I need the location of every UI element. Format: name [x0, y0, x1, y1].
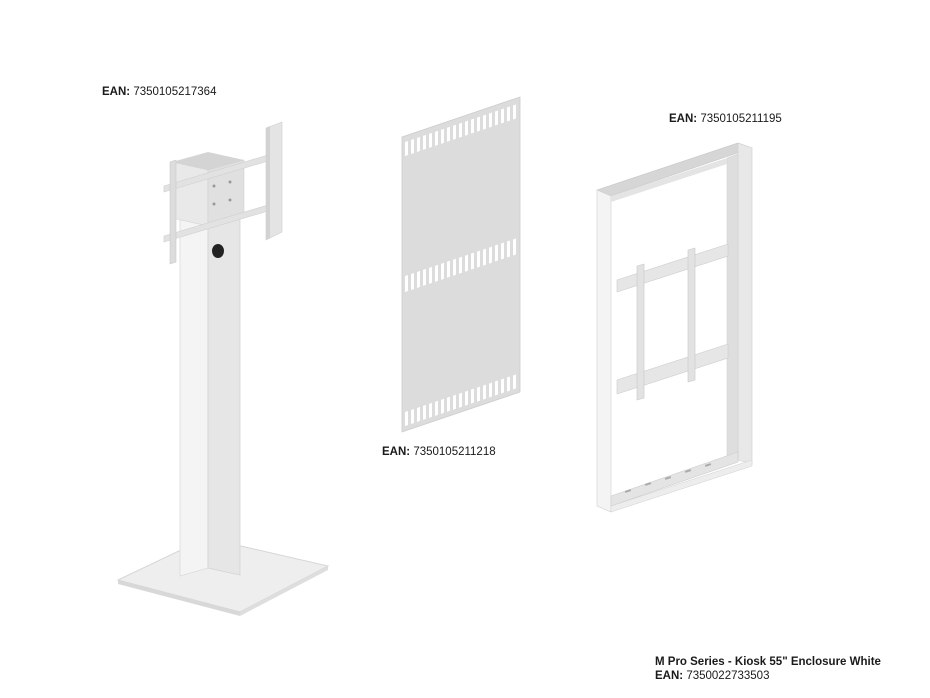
product-title: M Pro Series - Kiosk 55" Enclosure White	[655, 656, 881, 668]
ean-value: 7350105217364	[133, 86, 217, 98]
frame-ean-label: EAN: 7350105211195	[669, 112, 782, 126]
back-panel-ean-label: EAN: 7350105211218	[382, 445, 496, 459]
ean-prefix: EAN:	[655, 670, 684, 682]
footer-ean: EAN: 7350022733503	[655, 669, 881, 683]
floor-stand-image	[116, 121, 330, 616]
ean-prefix: EAN:	[669, 113, 698, 125]
footer-caption: M Pro Series - Kiosk 55" Enclosure White…	[655, 655, 881, 683]
enclosure-frame-image	[596, 142, 753, 513]
stand-ean-label: EAN: 7350105217364	[102, 85, 216, 99]
back-panel-image	[401, 96, 521, 433]
ean-value: 7350022733503	[686, 670, 770, 682]
ean-prefix: EAN:	[102, 86, 131, 98]
ean-value: 7350105211195	[700, 113, 782, 125]
ean-prefix: EAN:	[382, 446, 411, 458]
ean-value: 7350105211218	[413, 446, 496, 458]
